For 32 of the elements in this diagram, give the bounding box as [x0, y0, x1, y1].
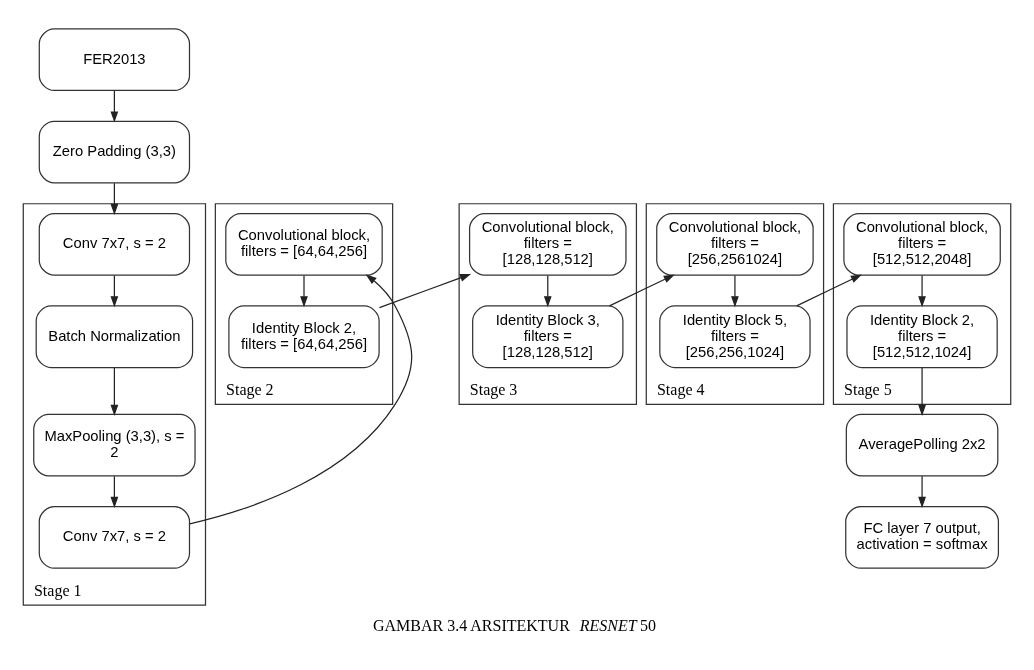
arrow — [378, 273, 472, 308]
node-box: FC layer 7 output, activation = softmax — [845, 505, 1000, 569]
arrow — [110, 475, 119, 508]
arrow — [110, 366, 119, 416]
arrow — [110, 274, 119, 307]
node-box: Identity Block 5, filters = [256,256,1024] — [659, 304, 811, 368]
node-box: Convolutional block, filters = [512,512,2048] — [843, 212, 1001, 276]
node-box: Identity Block 2, filters = [64,64,256] — [228, 304, 380, 368]
node-box: FER2013 — [38, 27, 191, 91]
node-box: Zero Padding (3,3) — [38, 120, 191, 183]
node-box: Conv 7x7, s = 2 — [38, 212, 191, 276]
node-box: Conv 7x7, s = 2 — [38, 505, 191, 569]
node-box: MaxPooling (3,3), s = 2 — [33, 413, 196, 476]
arrow — [796, 274, 862, 306]
arrow — [110, 182, 119, 215]
arrow — [918, 366, 926, 416]
arrow — [300, 274, 308, 307]
node-box: Convolutional block, filters = [128,128,512] — [469, 212, 627, 276]
arrow — [608, 274, 675, 306]
node-box: Identity Block 3, filters = [128,128,512] — [472, 304, 624, 368]
node-box: Batch Normalization — [35, 304, 194, 368]
arrow — [731, 274, 739, 307]
node-box: AveragePolling 2x2 — [845, 413, 999, 476]
node-box: Convolutional block, filters = [256,2561024] — [656, 212, 814, 276]
node-box: Identity Block 2, filters = [512,512,1024] — [846, 304, 998, 368]
arrow — [189, 273, 413, 524]
arrow — [918, 475, 926, 508]
arrow — [543, 274, 552, 307]
caption: GAMBAR 3.4 ARSITEKTUR RESNET 50 — [372, 616, 657, 634]
arrow — [918, 274, 926, 307]
arrow — [110, 89, 119, 123]
node-box: Convolutional block, filters = [64,64,256] — [225, 212, 383, 276]
